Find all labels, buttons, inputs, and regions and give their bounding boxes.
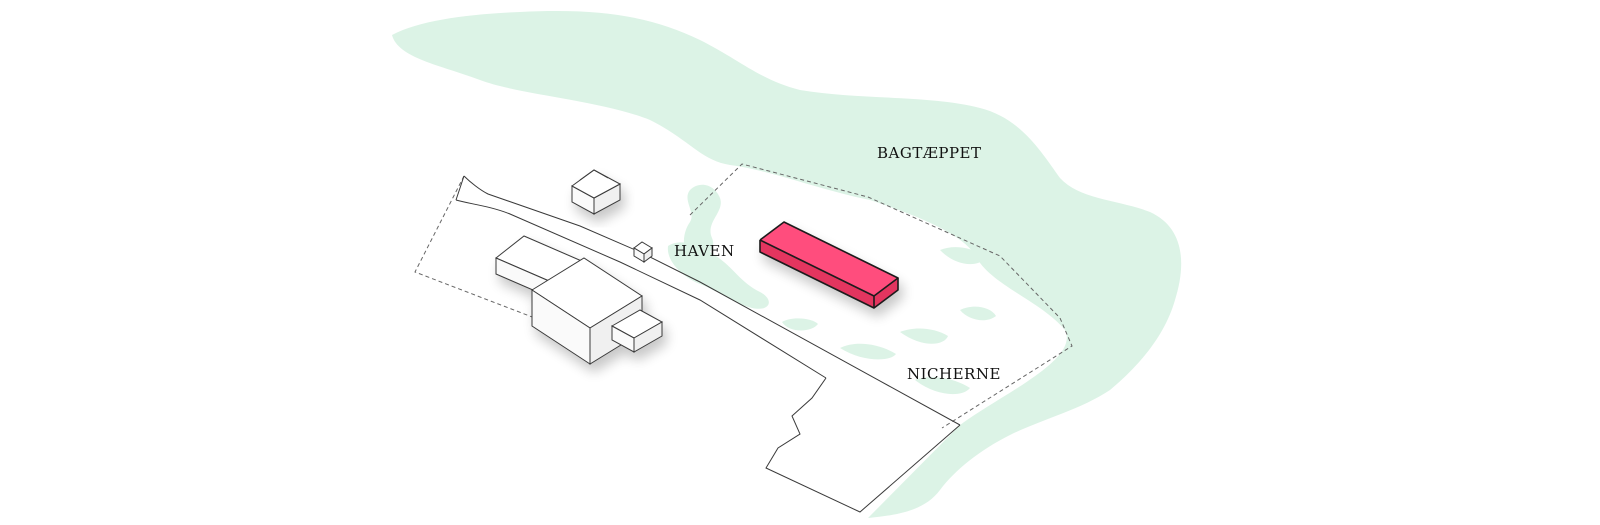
parcel-outline: [455, 175, 465, 201]
area-label-bagtaeppet: BAGTÆPPET: [877, 144, 982, 162]
niche-vegetation: [940, 247, 985, 265]
existing-building-complex: [495, 235, 664, 365]
niche-vegetation: [1010, 270, 1050, 293]
parcel-outline: [765, 377, 961, 513]
backdrop-vegetation: [392, 11, 1182, 518]
niche-vegetation: [915, 377, 970, 395]
niche-vegetation: [900, 328, 948, 344]
road-outline: [455, 199, 827, 379]
area-label-nicherne: NICHERNE: [907, 365, 1001, 383]
niche-vegetation: [683, 184, 721, 258]
niche-vegetation: [960, 306, 996, 321]
road-outline: [463, 175, 961, 426]
niche-vegetation: [782, 318, 818, 331]
area-label-haven: HAVEN: [674, 242, 735, 260]
highlighted-building: [759, 221, 899, 309]
niche-vegetation: [840, 343, 896, 360]
niche-vegetation: [667, 242, 769, 309]
small-house: [571, 169, 622, 215]
small-shed: [633, 241, 653, 263]
site-boundary-dashed: [689, 163, 1073, 429]
